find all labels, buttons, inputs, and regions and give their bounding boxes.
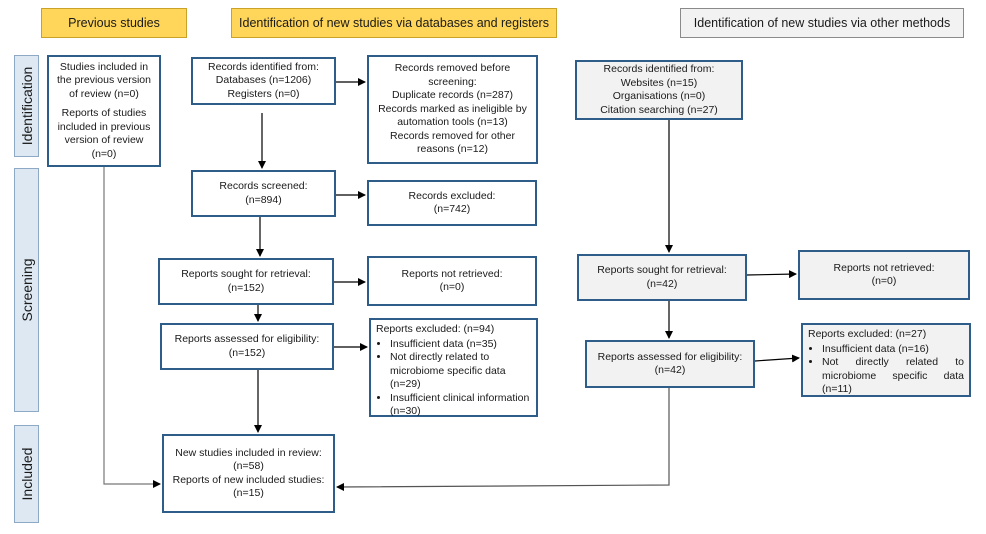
db-included-line: (n=15) [233,487,264,499]
other-reports-assessed-box: Reports assessed for eligibility: (n=42) [585,340,755,388]
other-reports-excluded-item: Insufficient data (n=16) [822,343,964,357]
arrow-other-assessed-to-excluded [754,354,800,363]
other-assessed-line: Reports assessed for eligibility: [597,350,743,363]
db-identified-line: Registers (n=0) [227,87,300,100]
db-records-screened-box: Records screened: (n=894) [191,170,336,217]
other-reports-excluded-list: Insufficient data (n=16) Not directly re… [808,343,964,397]
header-databases-label: Identification of new studies via databa… [239,16,549,30]
db-sought-line: Reports sought for retrieval: [181,268,311,280]
previous-line: version of review [64,134,144,147]
arrow-other-sought-to-not-retrieved [746,270,797,279]
other-not-retrieved-line: (n=0) [871,275,897,287]
other-identified-line: Citation searching (n=27) [600,103,718,116]
db-reports-excluded-item: Insufficient clinical information (n=30) [390,392,531,419]
other-records-identified-box: Records identified from: Websites (n=15)… [575,60,743,120]
other-identified-line: Websites (n=15) [620,76,698,89]
db-removed-line: automation tools (n=13) [397,116,508,129]
db-reports-excluded-item: Insufficient data (n=35) [390,338,531,352]
db-records-removed-box: Records removed before screening: Duplic… [367,55,538,164]
previous-line: Studies included in [59,60,149,73]
db-reports-sought-box: Reports sought for retrieval: (n=152) [158,258,334,305]
db-removed-line: Records removed before [394,62,511,75]
db-not-retrieved-line: Reports not retrieved: [401,267,503,280]
previous-studies-box: Studies included in the previous version… [47,55,161,167]
stage-screening: Screening [14,168,39,412]
db-excluded-line: Records excluded: [408,189,496,202]
previous-line: Reports of studies [61,107,147,120]
header-other-methods: Identification of new studies via other … [680,8,964,38]
db-reports-excluded-box: Reports excluded: (n=94) Insufficient da… [369,318,538,417]
previous-line: of review (n=0) [69,87,139,100]
other-sought-line: Reports sought for retrieval: [597,264,727,276]
other-reports-not-retrieved-box: Reports not retrieved: (n=0) [798,250,970,300]
previous-line: (n=0) [91,147,117,160]
other-reports-excluded-box: Reports excluded: (n=27) Insufficient da… [801,323,971,397]
header-previous-studies: Previous studies [41,8,187,38]
db-removed-line: Duplicate records (n=287) [391,89,514,102]
db-reports-not-retrieved-box: Reports not retrieved: (n=0) [367,256,537,306]
arrow-previous-to-included [103,167,161,488]
db-included-line: (n=58) [233,460,264,472]
db-not-retrieved-line: (n=0) [439,281,465,293]
other-not-retrieved-line: Reports not retrieved: [833,261,935,274]
db-assessed-line: (n=152) [228,346,266,359]
db-included-line: New studies included in review: [175,446,322,459]
db-new-studies-included-box: New studies included in review: (n=58) R… [162,434,335,513]
header-other-label: Identification of new studies via other … [693,16,951,30]
header-databases: Identification of new studies via databa… [231,8,557,38]
previous-line: included in previous [57,120,151,133]
header-previous-label: Previous studies [68,16,160,30]
db-reports-excluded-title: Reports excluded: (n=94) [376,323,495,335]
db-assessed-line: Reports assessed for eligibility: [174,333,320,345]
db-reports-assessed-box: Reports assessed for eligibility: (n=152… [160,323,334,370]
db-screened-line: Records screened: [219,180,308,192]
db-records-identified-box: Records identified from: Databases (n=12… [191,57,336,105]
db-removed-line: screening: [428,75,477,88]
db-sought-line: (n=152) [227,281,265,294]
previous-line: the previous version [57,74,151,87]
db-reports-excluded-item: Not directly related to microbiome speci… [390,351,531,392]
db-removed-line: Records removed for other [390,129,515,142]
stage-identification: Identification [14,55,39,157]
db-identified-line: Databases (n=1206) [215,74,312,87]
other-identified-line: Organisations (n=0) [612,90,706,102]
db-screened-line: (n=894) [245,193,282,206]
db-included-line: Reports of new included studies: [172,473,325,486]
db-removed-line: reasons (n=12) [417,143,488,156]
stage-included: Included [14,425,39,523]
other-reports-excluded-item: Not directly related to microbiome speci… [822,356,964,397]
db-removed-line: Records marked as ineligible by [378,102,527,115]
other-identified-line: Records identified from: [603,63,715,75]
arrow-other-assessed-to-included [336,388,670,491]
other-sought-line: (n=42) [646,277,678,290]
other-assessed-line: (n=42) [654,364,686,376]
db-records-excluded-box: Records excluded: (n=742) [367,180,537,226]
db-reports-excluded-list: Insufficient data (n=35) Not directly re… [376,338,531,419]
other-reports-excluded-title: Reports excluded: (n=27) [808,328,927,340]
other-reports-sought-box: Reports sought for retrieval: (n=42) [577,254,747,301]
db-excluded-line: (n=742) [433,203,471,215]
db-identified-line: Records identified from: [208,60,319,73]
